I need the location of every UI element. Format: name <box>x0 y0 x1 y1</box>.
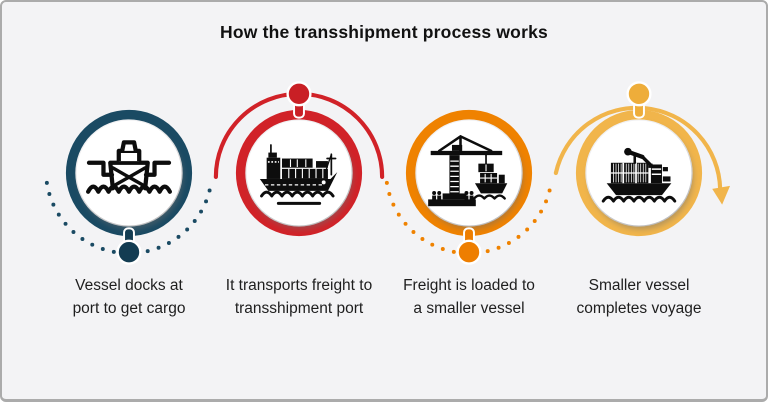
arrow-down-icon <box>712 185 731 205</box>
step-label: Freight is loaded to a smaller vessel <box>403 274 535 320</box>
dock-workers-figures <box>432 191 474 201</box>
step-1: Vessel docks at port to get cargo <box>44 78 214 320</box>
port-crane-loading-icon <box>428 135 508 207</box>
step-1-medallion <box>44 109 214 265</box>
step-label-line2: completes voyage <box>576 300 702 317</box>
process-steps-row: Vessel docks at port to get cargo <box>2 78 766 320</box>
container-ship-icon <box>259 144 338 205</box>
step-4: Smaller vessel completes voyage <box>553 78 731 320</box>
step-label-line1: It transports freight to <box>225 277 373 294</box>
solid-connector-arc <box>553 105 723 191</box>
step-2: It transports freight to transshipment p… <box>213 78 385 320</box>
small-vessel-crane-icon <box>601 147 677 203</box>
cargo-ship-front-icon <box>86 140 172 194</box>
step-disc <box>416 120 522 226</box>
step-label: Vessel docks at port to get cargo <box>73 274 186 320</box>
step-2-medallion <box>213 81 385 237</box>
step-label-line1: Vessel docks at <box>75 277 183 294</box>
step-3: Freight is loaded to a smaller vessel <box>384 78 554 320</box>
step-dot <box>626 81 652 119</box>
dotted-connector-arc <box>44 180 214 256</box>
step-label: It transports freight to transshipment p… <box>226 274 372 320</box>
step-label-line2: a smaller vessel <box>413 300 525 317</box>
step-label-line1: Freight is loaded to <box>403 277 535 294</box>
step-label-line2: transshipment port <box>234 300 364 317</box>
step-dot <box>116 227 142 265</box>
dotted-connector-arc <box>384 180 554 256</box>
step-label-line1: Smaller vessel <box>588 277 690 294</box>
step-dot <box>286 81 312 119</box>
page-title: How the transshipment process works <box>220 22 548 42</box>
step-3-medallion <box>384 109 554 265</box>
step-label: Smaller vessel completes voyage <box>577 274 702 320</box>
step-disc <box>76 120 182 226</box>
step-4-medallion <box>553 81 731 237</box>
step-dot <box>456 227 482 265</box>
step-label-line2: port to get cargo <box>72 300 186 317</box>
